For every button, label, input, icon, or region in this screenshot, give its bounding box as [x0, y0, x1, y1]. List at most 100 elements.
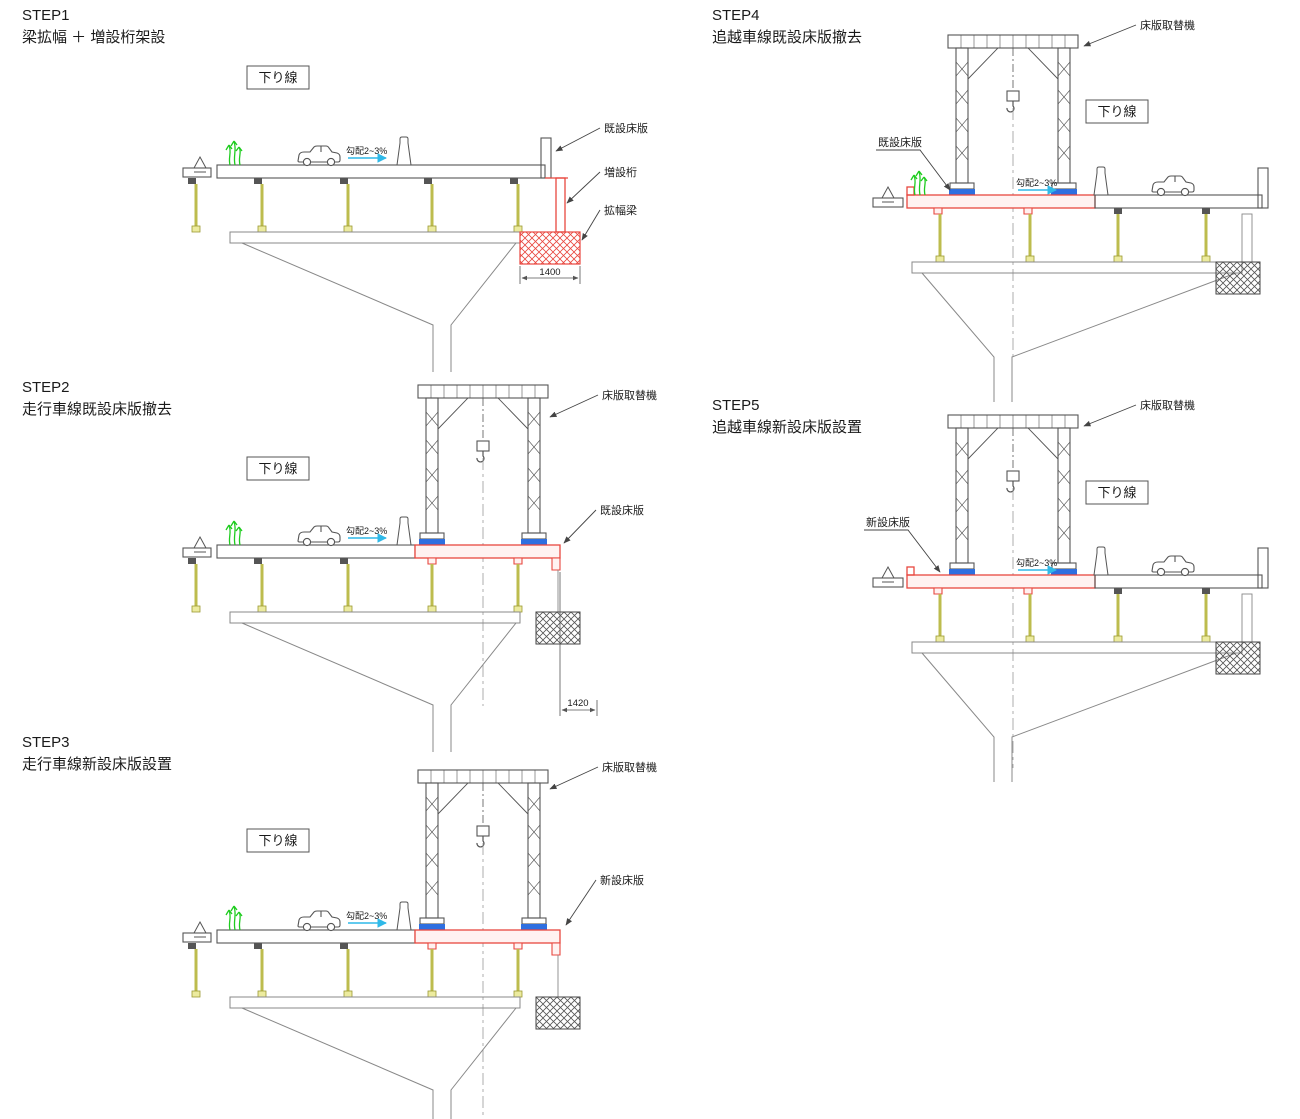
edge-support	[1241, 593, 1253, 643]
support-post	[1024, 212, 1036, 264]
car-icon	[297, 145, 341, 167]
step4-label-machine: 床版取替機	[1140, 18, 1195, 32]
step4-label-existing-deck: 既設床版	[878, 135, 922, 149]
lane-badge-box	[1085, 99, 1149, 124]
step1-lane-badge: 下り線	[246, 65, 310, 90]
step1-slope-label: 勾配2~3%	[346, 145, 387, 156]
deck-end-parapet	[540, 137, 552, 179]
girder-tabs	[188, 943, 348, 949]
support-post	[512, 182, 524, 234]
pier	[911, 261, 1243, 403]
step1-panel: STEP1 梁拡幅 ＋ 増設桁架設 下り線 勾配2~3%	[22, 7, 648, 373]
support-post	[342, 182, 354, 234]
deck-slab	[1094, 574, 1263, 589]
step4-panel: STEP4 追越車線既設床版撤去 下り線 勾配2~3%	[712, 7, 1269, 403]
support-post	[934, 212, 946, 264]
support-post	[426, 947, 438, 999]
plant-icon	[225, 520, 243, 546]
car-icon	[297, 525, 341, 547]
widening-beam-block	[1215, 261, 1261, 295]
support-post	[342, 562, 354, 614]
step5-slope-label: 勾配2~3%	[1016, 557, 1057, 568]
girder-tabs	[1114, 588, 1210, 594]
support-post	[512, 562, 524, 614]
lane-badge-box	[246, 828, 310, 853]
step1-subtitle: 梁拡幅 ＋ 増設桁架設	[22, 29, 165, 46]
support-post	[256, 182, 268, 234]
dimension-1400: 1400	[519, 266, 581, 284]
deck-end-parapet	[1257, 547, 1269, 589]
support-post	[1200, 212, 1212, 264]
car-icon	[1151, 555, 1195, 577]
leader-existing-deck	[563, 509, 597, 544]
leader-machine	[549, 394, 599, 418]
support-post	[190, 182, 202, 234]
edge-support	[1241, 213, 1253, 263]
deck-slab	[216, 544, 416, 559]
step4-drawing: 勾配2~3% 床版取替機 既設床版	[872, 18, 1269, 403]
leader-new-deck	[565, 879, 597, 926]
step3-label-new-deck: 新設床版	[600, 873, 644, 887]
widening-beam-hatch	[519, 231, 581, 265]
abutment-symbol	[877, 566, 899, 583]
support-post	[1200, 592, 1212, 644]
red-girder-tabs	[427, 557, 561, 571]
car-icon	[1151, 175, 1195, 197]
existing-deck-removal-zone	[414, 544, 561, 559]
step5-drawing: 勾配2~3% 床版取替機 新設床版	[864, 398, 1269, 783]
step3-panel: STEP3 走行車線新設床版設置 下り線 勾配2~3%	[22, 734, 657, 1119]
step2-lane-badge: 下り線	[246, 456, 310, 481]
red-girder-tabs	[427, 942, 561, 956]
median-barrier	[1093, 166, 1109, 196]
step2-title: STEP2	[22, 379, 70, 396]
step3-lane-badge: 下り線	[246, 828, 310, 853]
median-barrier	[396, 901, 412, 931]
abutment-symbol	[189, 921, 211, 938]
step2-slope-label: 勾配2~3%	[346, 525, 387, 536]
deck-slab	[216, 164, 546, 179]
step2-label-existing-deck: 既設床版	[600, 503, 644, 517]
step2-label-machine: 床版取替機	[602, 388, 657, 402]
step5-panel: STEP5 追越車線新設床版設置 下り線 勾配2~3%	[712, 397, 1269, 783]
existing-deck-removal-zone	[906, 194, 1096, 209]
dim-1400-label: 1400	[539, 267, 560, 278]
abutment-symbol	[189, 536, 211, 553]
deck-slab	[216, 929, 416, 944]
plant-icon	[225, 905, 243, 931]
leader-machine	[1083, 404, 1137, 427]
step1-label-existing-deck: 既設床版	[604, 121, 648, 135]
step3-title: STEP3	[22, 734, 70, 751]
leader-widening-beam	[581, 209, 601, 241]
leader-added-girder	[566, 171, 601, 204]
step5-subtitle: 追越車線新設床版設置	[712, 419, 862, 436]
lane-badge-box	[1085, 480, 1149, 505]
median-barrier	[396, 516, 412, 546]
step5-lane-badge: 下り線	[1085, 480, 1149, 505]
support-post	[512, 947, 524, 999]
step5-title: STEP5	[712, 397, 760, 414]
support-post	[256, 562, 268, 614]
support-post	[190, 947, 202, 999]
car-icon	[297, 910, 341, 932]
leader-existing-deck	[876, 149, 951, 191]
girder-tabs	[188, 558, 348, 564]
widening-beam-block	[535, 611, 581, 645]
step1-label-added-girder: 増設桁	[604, 165, 637, 179]
support-post	[342, 947, 354, 999]
step4-lane-badge: 下り線	[1085, 99, 1149, 124]
dim-1420-label: 1420	[567, 698, 588, 709]
median-barrier	[1093, 546, 1109, 576]
step3-label-machine: 床版取替機	[602, 760, 657, 774]
red-edge-upstand	[906, 186, 915, 196]
plant-icon	[225, 140, 243, 166]
step3-lane-label: 下り線	[258, 833, 297, 848]
step2-panel: STEP2 走行車線既設床版撤去 下り線 勾配2~3%	[22, 379, 657, 753]
red-edge-upstand	[906, 566, 915, 576]
support-post	[1112, 592, 1124, 644]
step5-label-new-deck: 新設床版	[866, 515, 910, 529]
abutment-symbol	[877, 186, 899, 203]
lane-badge-box	[246, 456, 310, 481]
step1-drawing: 勾配2~3% 1400 既設床版 増設桁 拡幅梁	[182, 121, 648, 373]
